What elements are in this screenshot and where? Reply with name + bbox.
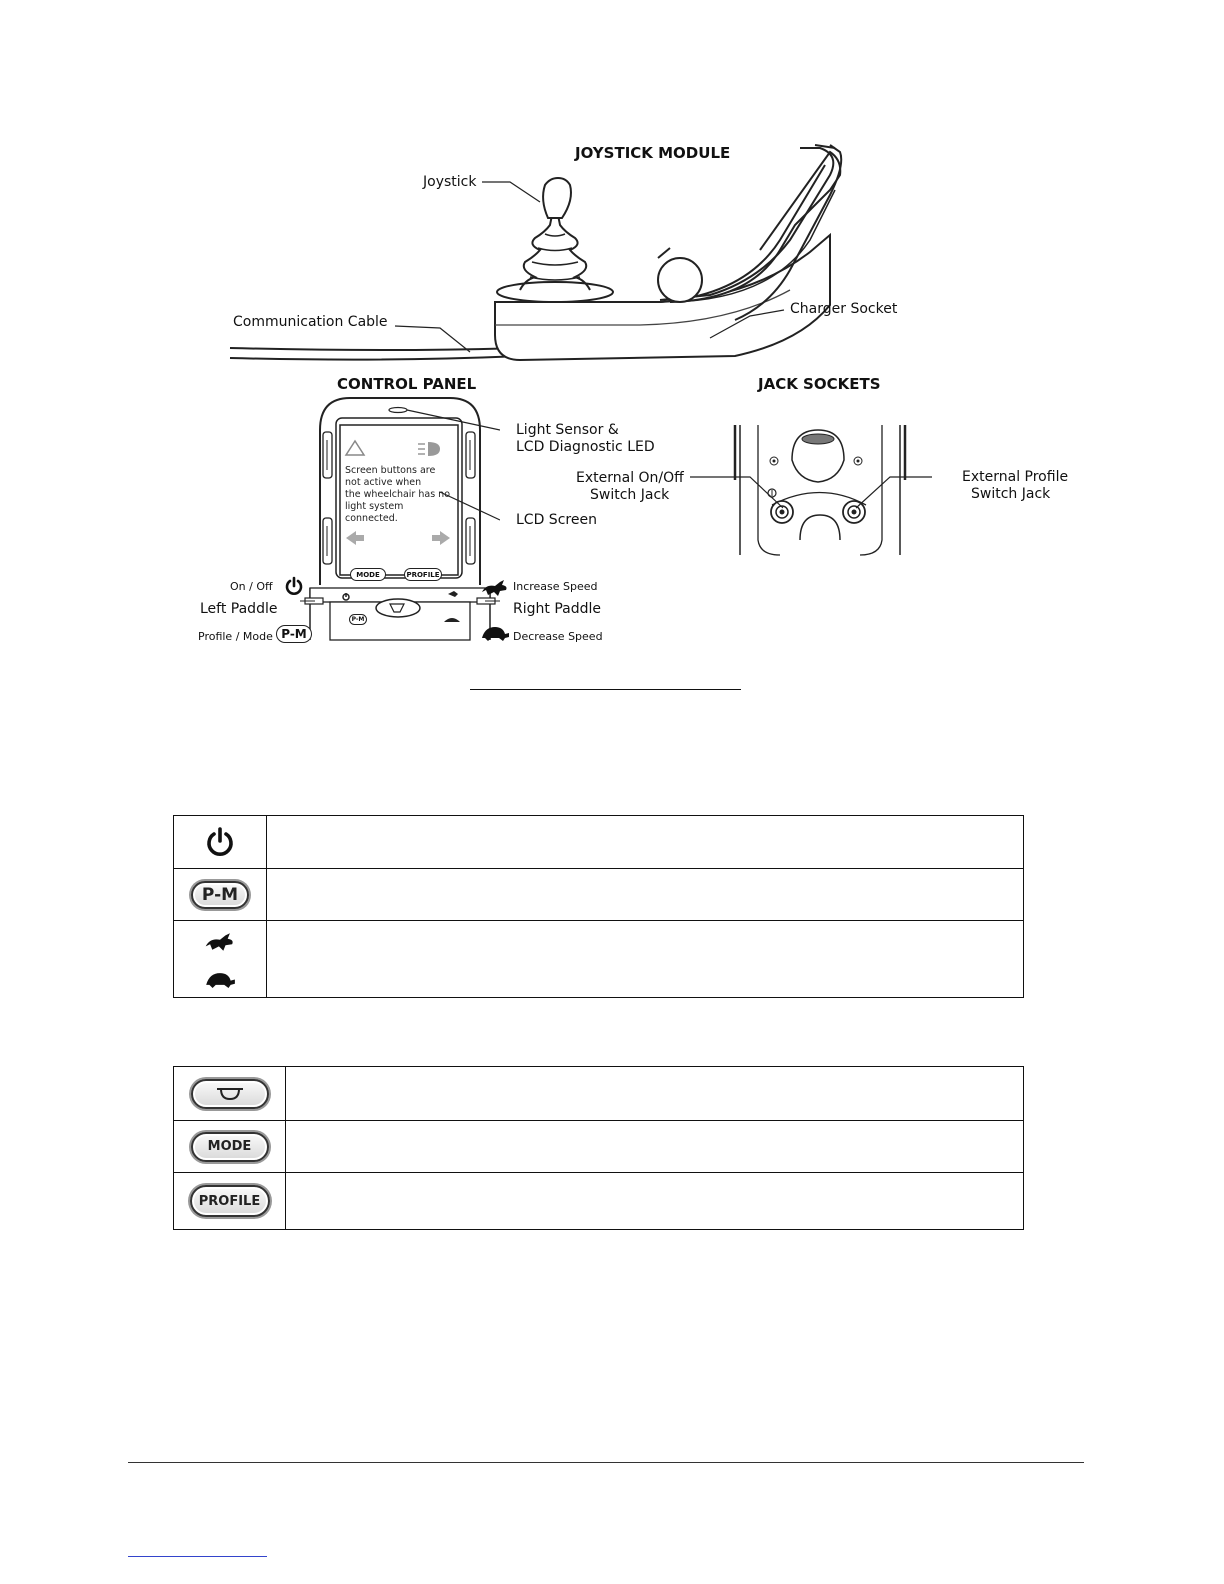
hare-icon: [482, 580, 507, 596]
on-off-label: On / Off: [230, 580, 273, 593]
pm-badge: P-M: [276, 625, 312, 643]
external-profile-label-2: Switch Jack: [971, 486, 1051, 502]
description-cell: [285, 1066, 1024, 1121]
joystick-label: Joystick: [423, 174, 477, 190]
jack-sockets-title: JACK SOCKETS: [758, 375, 881, 393]
lcd-message-line-4: light system connected.: [345, 501, 404, 524]
mode-icon: MODE: [190, 1131, 269, 1162]
icon-cell: MODE: [173, 1120, 286, 1173]
decrease-speed-label: Decrease Speed: [513, 630, 603, 643]
left-paddle-label: Left Paddle: [200, 601, 278, 617]
light-sensor-label-1: Light Sensor &: [516, 422, 619, 438]
light-sensor-label-2: LCD Diagnostic LED: [516, 439, 655, 455]
table-row: [173, 1066, 1024, 1121]
power-icon: [207, 827, 233, 856]
description-cell: [266, 920, 1024, 998]
profile-mini-button: PROFILE: [404, 568, 442, 581]
table-row: [173, 815, 1024, 869]
communication-cable-label: Communication Cable: [233, 314, 388, 330]
icon-cell: [173, 1066, 286, 1121]
power-icon: [285, 576, 303, 595]
horn-icon: [190, 1078, 269, 1109]
controller-figure: JOYSTICK MODULE Joystick Communication C…: [190, 130, 1090, 660]
lcd-message-line-1: Screen buttons are: [345, 465, 436, 476]
external-onoff-label-2: Switch Jack: [590, 487, 670, 503]
description-cell: [285, 1120, 1024, 1173]
joystick-module-title: JOYSTICK MODULE: [575, 144, 731, 162]
pm-icon: P-M: [191, 880, 249, 909]
control-panel-drawing: [300, 397, 500, 641]
pm-mini-button: P-M: [349, 614, 367, 625]
table-row: P-M: [173, 868, 1024, 921]
increase-speed-label: Increase Speed: [513, 580, 598, 593]
hare-icon: [205, 932, 233, 951]
lcd-message: Screen buttons are not active when the w…: [345, 465, 453, 525]
icon-cell: [173, 920, 267, 998]
lcd-message-line-2: not active when: [345, 477, 422, 488]
charger-socket-label: Charger Socket: [790, 301, 898, 317]
jack-leader-lines: [690, 476, 932, 509]
jack-sockets-drawing: [733, 425, 907, 556]
icon-cell: P-M: [173, 868, 267, 921]
footer-rule: [128, 1462, 1084, 1463]
description-cell: [285, 1172, 1024, 1230]
lcd-screen-label: LCD Screen: [516, 512, 597, 528]
mode-mini-button: MODE: [350, 568, 386, 581]
profile-mode-label: Profile / Mode: [198, 630, 273, 643]
paddle-table: P-M: [173, 815, 1024, 998]
table-row: [173, 920, 1024, 998]
table-row: MODE: [173, 1120, 1024, 1173]
table-row: PROFILE: [173, 1172, 1024, 1230]
description-cell: [266, 868, 1024, 921]
button-table: MODE PROFILE: [173, 1066, 1024, 1230]
external-onoff-label-1: External On/Off: [576, 470, 684, 486]
icon-cell: [173, 815, 267, 869]
footer-link-underline[interactable]: [128, 1556, 267, 1557]
profile-icon: PROFILE: [189, 1185, 270, 1217]
lcd-message-line-3: the wheelchair has no: [345, 489, 451, 500]
description-cell: [266, 815, 1024, 869]
joystick-module-drawing: [229, 144, 843, 362]
icon-cell: PROFILE: [173, 1172, 286, 1230]
external-profile-label-1: External Profile: [962, 469, 1069, 485]
control-panel-title: CONTROL PANEL: [337, 375, 477, 393]
tortoise-icon: [206, 972, 235, 988]
figure-caption-underline: [470, 689, 741, 690]
tortoise-icon: [482, 627, 509, 641]
right-paddle-label: Right Paddle: [513, 601, 601, 617]
